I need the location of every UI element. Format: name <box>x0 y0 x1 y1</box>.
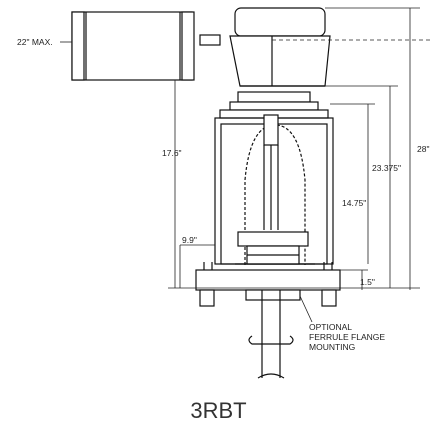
ferrule-note: OPTIONAL FERRULE FLANGE MOUNTING <box>309 322 386 352</box>
lower-label: 9.9" <box>182 235 197 245</box>
gearbox <box>229 7 331 87</box>
motor <box>71 11 221 81</box>
model-title: 3RBT <box>190 398 247 423</box>
flange-label: 1.5" <box>360 277 375 287</box>
left-height-label: 17.6" <box>162 148 182 158</box>
ferrule-note-line1: OPTIONAL <box>309 322 352 332</box>
ferrule-note-line3: MOUNTING <box>309 341 356 352</box>
bearing-housing <box>219 91 329 119</box>
frame-height-label: 14.75" <box>342 198 367 208</box>
lantern-frame <box>214 114 334 265</box>
ferrule-note-line2: FERRULE FLANGE <box>309 331 386 342</box>
max-reach-label: 22" MAX. <box>17 37 53 47</box>
overall-height-label: 28" <box>417 144 430 154</box>
mounting-flange <box>195 262 341 307</box>
shaft <box>248 290 294 379</box>
to-motor-label: 23.375" <box>372 163 402 173</box>
